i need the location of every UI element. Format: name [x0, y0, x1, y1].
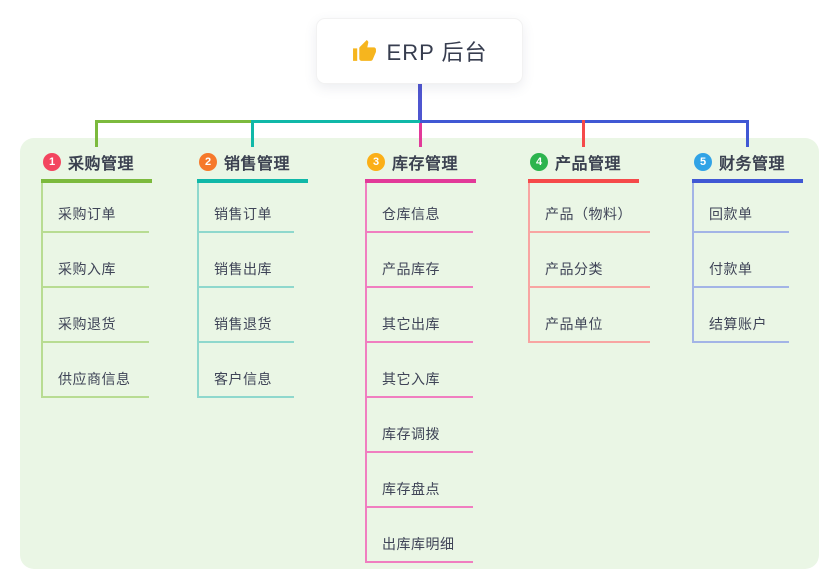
branch-5-child-1[interactable]: 回款单	[694, 183, 789, 233]
branch-4-drop-line	[582, 120, 585, 147]
branch-5-label: 财务管理	[719, 156, 786, 173]
branch-1-child-4[interactable]: 供应商信息	[43, 343, 149, 398]
child-node-label: 其它入库	[382, 371, 440, 387]
branch-3-node[interactable]: 3 库存管理	[365, 150, 477, 183]
branch-2-number-badge: 2	[199, 153, 217, 171]
branch-5-child-3[interactable]: 结算账户	[694, 288, 789, 343]
branch-3: 3 库存管理仓库信息产品库存其它出库其它入库库存调拨库存盘点出库库明细	[365, 150, 477, 563]
child-node-label: 产品单位	[545, 316, 603, 332]
branch-1-children: 采购订单采购入库采购退货供应商信息	[41, 183, 149, 398]
branch-3-label: 库存管理	[392, 156, 459, 173]
child-node-label: 库存调拨	[382, 426, 440, 442]
child-node-label: 销售退货	[214, 316, 272, 332]
child-node-label: 销售出库	[214, 261, 272, 277]
branch-4-child-2[interactable]: 产品分类	[530, 233, 650, 288]
branch-3-children: 仓库信息产品库存其它出库其它入库库存调拨库存盘点出库库明细	[365, 183, 473, 563]
branch-3-child-3[interactable]: 其它出库	[367, 288, 473, 343]
branch-3-number-badge: 3	[367, 153, 385, 171]
branch-5-node[interactable]: 5 财务管理	[692, 150, 804, 183]
child-node-label: 付款单	[709, 261, 753, 277]
child-node-label: 结算账户	[709, 316, 767, 332]
child-node-label: 采购入库	[58, 261, 116, 277]
branch-5-drop-line	[746, 120, 749, 147]
child-node-label: 产品分类	[545, 261, 603, 277]
child-node-label: 仓库信息	[382, 206, 440, 222]
branch-1-number-badge: 1	[43, 153, 61, 171]
branch-3-child-7[interactable]: 出库库明细	[367, 508, 473, 563]
branch-2-child-1[interactable]: 销售订单	[199, 183, 294, 233]
branch-5-child-2[interactable]: 付款单	[694, 233, 789, 288]
branch-1-label: 采购管理	[68, 156, 135, 173]
root-title: ERP 后台	[386, 40, 488, 65]
branch-2-node[interactable]: 2 销售管理	[197, 150, 309, 183]
branch-4-number-badge: 4	[530, 153, 548, 171]
branch-2-children: 销售订单销售出库销售退货客户信息	[197, 183, 294, 398]
child-node-label: 采购订单	[58, 206, 116, 222]
branch-1-child-1[interactable]: 采购订单	[43, 183, 149, 233]
root-connector-line	[417, 84, 422, 122]
thumbs-up-icon	[352, 39, 377, 64]
branch-5: 5 财务管理回款单付款单结算账户	[692, 150, 804, 343]
branch-3-child-5[interactable]: 库存调拨	[367, 398, 473, 453]
branches-panel	[20, 138, 819, 569]
branch-2-child-3[interactable]: 销售退货	[199, 288, 294, 343]
branch-1-child-3[interactable]: 采购退货	[43, 288, 149, 343]
trunk-segment-teal	[252, 120, 420, 123]
branch-3-child-1[interactable]: 仓库信息	[367, 183, 473, 233]
child-node-label: 其它出库	[382, 316, 440, 332]
child-node-label: 采购退货	[58, 316, 116, 332]
child-node-label: 出库库明细	[382, 536, 455, 552]
branch-1-child-2[interactable]: 采购入库	[43, 233, 149, 288]
child-node-label: 销售订单	[214, 206, 272, 222]
child-node-label: 库存盘点	[382, 481, 440, 497]
child-node-label: 产品库存	[382, 261, 440, 277]
branch-4: 4 产品管理产品（物料） 产品分类产品单位	[528, 150, 650, 343]
branch-2-child-2[interactable]: 销售出库	[199, 233, 294, 288]
branch-1-drop-line	[95, 120, 98, 147]
branch-2: 2 销售管理销售订单销售出库销售退货客户信息	[197, 150, 309, 398]
branch-4-child-3[interactable]: 产品单位	[530, 288, 650, 343]
branch-4-child-1[interactable]: 产品（物料）	[530, 183, 650, 233]
branch-5-number-badge: 5	[694, 153, 712, 171]
branch-3-child-2[interactable]: 产品库存	[367, 233, 473, 288]
branch-3-child-4[interactable]: 其它入库	[367, 343, 473, 398]
branch-5-children: 回款单付款单结算账户	[692, 183, 789, 343]
branch-2-child-4[interactable]: 客户信息	[199, 343, 294, 398]
root-node[interactable]: ERP 后台	[316, 18, 523, 84]
branch-4-label: 产品管理	[555, 156, 622, 173]
branch-4-node[interactable]: 4 产品管理	[528, 150, 640, 183]
branch-4-children: 产品（物料） 产品分类产品单位	[528, 183, 650, 343]
child-node-label: 客户信息	[214, 371, 272, 387]
trunk-segment-green	[96, 120, 253, 123]
child-node-label: 供应商信息	[58, 371, 131, 387]
branch-1: 1 采购管理采购订单采购入库采购退货供应商信息	[41, 150, 153, 398]
branch-1-node[interactable]: 1 采购管理	[41, 150, 153, 183]
child-node-label: 产品（物料）	[545, 206, 632, 222]
branch-2-label: 销售管理	[224, 156, 291, 173]
branch-2-drop-line	[251, 120, 254, 147]
branch-3-drop-line	[419, 123, 422, 147]
child-node-label: 回款单	[709, 206, 753, 222]
branch-3-child-6[interactable]: 库存盘点	[367, 453, 473, 508]
